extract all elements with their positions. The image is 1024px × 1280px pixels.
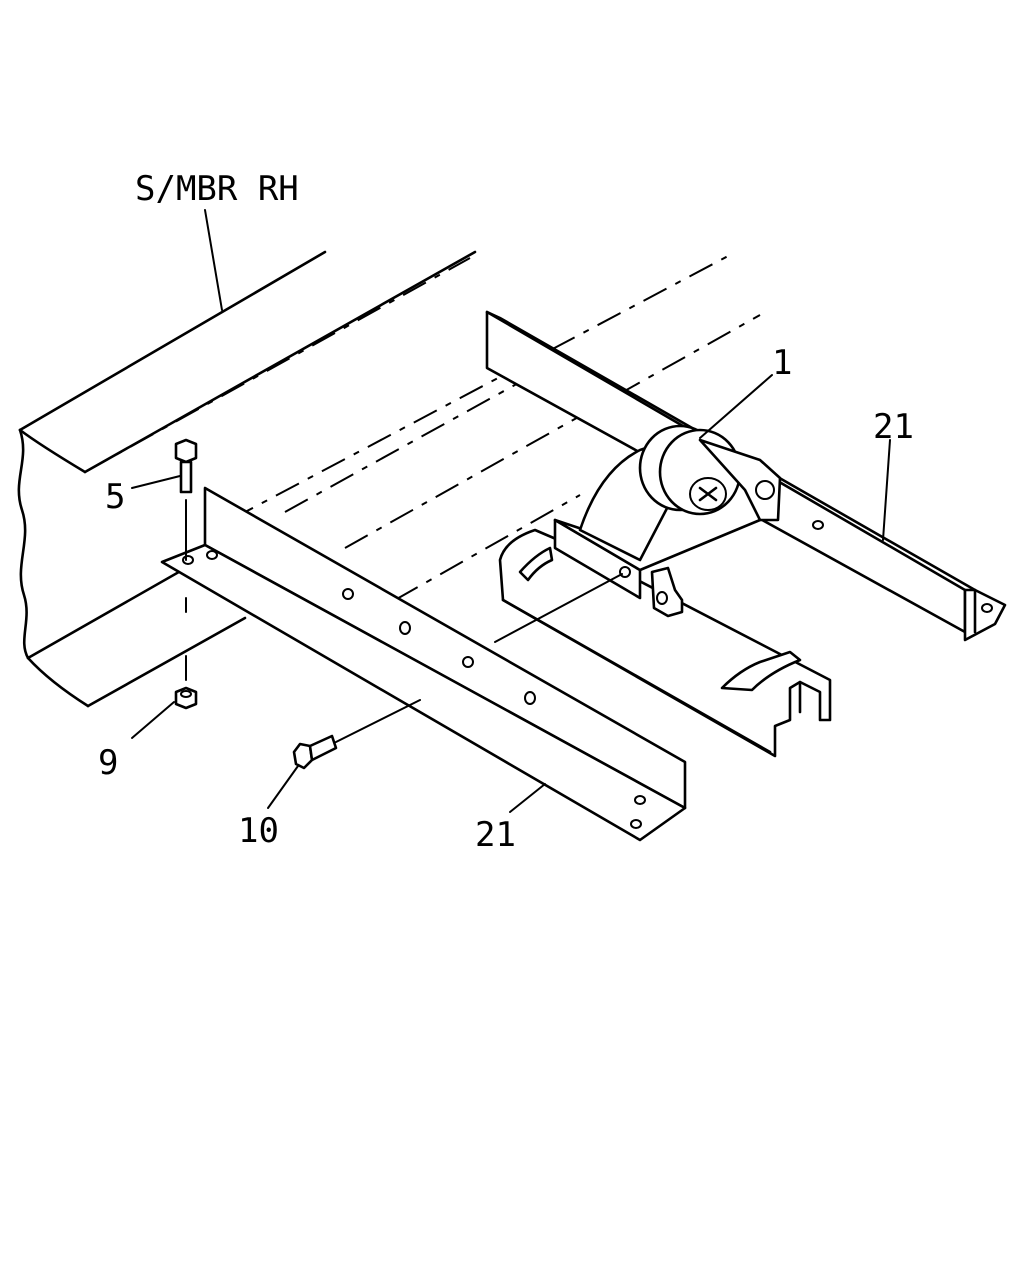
label-part-21-bottom: 21 <box>475 815 516 855</box>
label-side-member: S/MBR RH <box>135 169 299 209</box>
label-part-5: 5 <box>105 477 125 517</box>
label-part-9: 9 <box>98 743 118 783</box>
label-part-1: 1 <box>772 343 792 383</box>
angle-bracket-bottom <box>160 486 687 842</box>
label-part-21-right: 21 <box>873 407 914 447</box>
side-member-rail <box>17 250 761 708</box>
bolt-10 <box>292 573 623 770</box>
bolt-5 <box>174 438 198 681</box>
nut-9 <box>174 686 198 710</box>
leader-lines <box>131 209 891 813</box>
label-part-10: 10 <box>238 811 279 851</box>
spare-carrier-winch <box>553 424 782 618</box>
